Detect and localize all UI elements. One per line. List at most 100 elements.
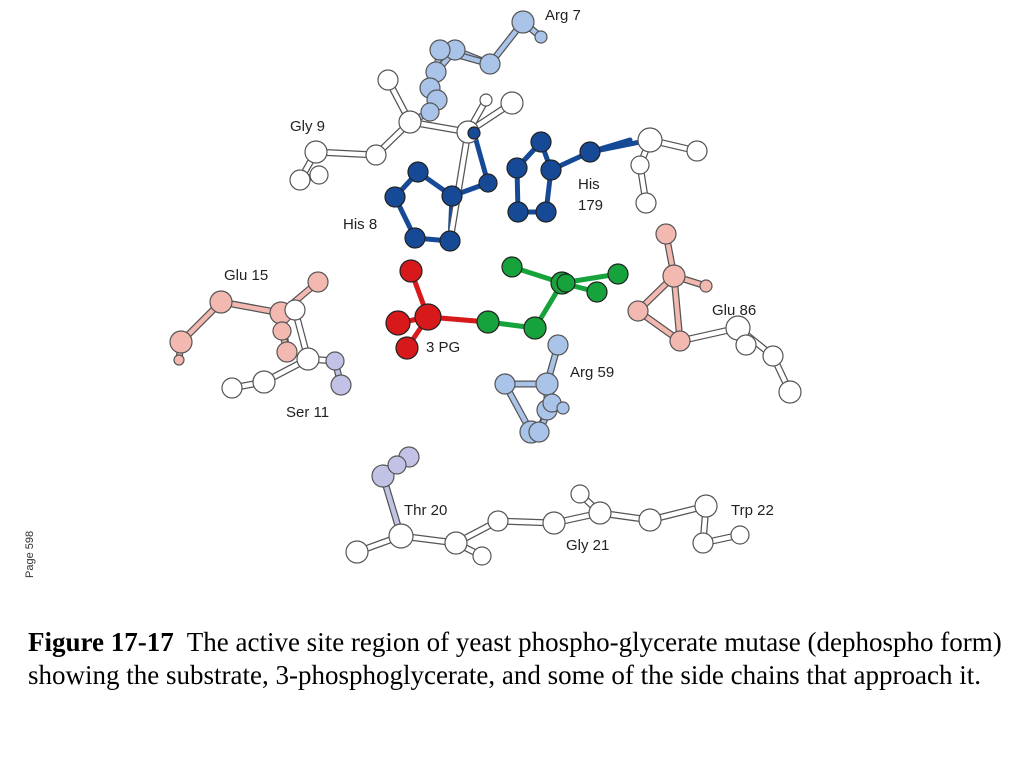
atom bbox=[284, 299, 306, 321]
active-site-diagram: Arg 7 Gly 9 His 8 His 179 Glu 15 3 PG Gl… bbox=[169, 7, 802, 566]
figure-caption: Figure 17-17 The active site region of y… bbox=[28, 626, 1013, 692]
atom bbox=[762, 345, 784, 367]
atom bbox=[169, 330, 193, 354]
atom bbox=[494, 373, 516, 395]
label-arg-7: Arg 7 bbox=[545, 7, 581, 24]
label-glu-86: Glu 86 bbox=[712, 302, 756, 319]
atom bbox=[542, 511, 566, 535]
atom bbox=[638, 508, 662, 532]
atom bbox=[487, 510, 509, 532]
atom bbox=[289, 169, 311, 191]
atom bbox=[778, 380, 802, 404]
atom bbox=[304, 140, 328, 164]
atom bbox=[540, 159, 562, 181]
atom bbox=[586, 281, 608, 303]
atom bbox=[530, 131, 552, 153]
atom bbox=[692, 532, 714, 554]
atom bbox=[420, 102, 440, 122]
atom bbox=[296, 347, 320, 371]
atom bbox=[221, 377, 243, 399]
atom bbox=[309, 165, 329, 185]
label-his-179-line1: His bbox=[578, 176, 600, 193]
atom bbox=[173, 354, 185, 366]
atom bbox=[547, 334, 569, 356]
label-ser-11: Ser 11 bbox=[286, 404, 329, 421]
atom bbox=[388, 523, 414, 549]
atom bbox=[607, 263, 629, 285]
label-glu-15: Glu 15 bbox=[224, 267, 268, 284]
atom bbox=[439, 230, 461, 252]
atom bbox=[407, 161, 429, 183]
atom bbox=[414, 303, 442, 331]
atom bbox=[387, 455, 407, 475]
atom bbox=[479, 53, 501, 75]
label-arg-59: Arg 59 bbox=[570, 364, 614, 381]
atom bbox=[365, 144, 387, 166]
atom bbox=[662, 264, 686, 288]
atom bbox=[699, 279, 713, 293]
atom bbox=[694, 494, 718, 518]
atom bbox=[637, 127, 663, 153]
atom bbox=[272, 321, 292, 341]
page-number-note: Page 598 bbox=[24, 530, 36, 578]
atom bbox=[588, 501, 612, 525]
atom bbox=[669, 330, 691, 352]
label-his-8: His 8 bbox=[343, 216, 377, 233]
label-gly-21: Gly 21 bbox=[566, 537, 609, 554]
atom bbox=[404, 227, 426, 249]
atom bbox=[655, 223, 677, 245]
caption-text: The active site region of yeast phospho-… bbox=[28, 627, 1002, 690]
atom bbox=[511, 10, 535, 34]
figure-label: Figure 17-17 bbox=[28, 627, 174, 657]
atom bbox=[307, 271, 329, 293]
atom bbox=[735, 334, 757, 356]
residue-labels: Arg 7 Gly 9 His 8 His 179 Glu 15 3 PG Gl… bbox=[224, 7, 774, 554]
atom bbox=[478, 173, 498, 193]
label-thr-20: Thr 20 bbox=[404, 502, 447, 519]
atom bbox=[398, 110, 422, 134]
atom bbox=[556, 273, 576, 293]
atom bbox=[534, 30, 548, 44]
atom bbox=[686, 140, 708, 162]
atom bbox=[371, 464, 395, 488]
atom bbox=[476, 310, 500, 334]
atom bbox=[627, 300, 649, 322]
atom bbox=[556, 401, 570, 415]
atom-layer bbox=[169, 10, 802, 566]
atom bbox=[325, 351, 345, 371]
atom bbox=[570, 484, 590, 504]
atom bbox=[395, 336, 419, 360]
atom bbox=[384, 186, 406, 208]
atom bbox=[523, 316, 547, 340]
atom bbox=[209, 290, 233, 314]
atom bbox=[345, 540, 369, 564]
atom bbox=[630, 155, 650, 175]
atom bbox=[377, 69, 399, 91]
atom bbox=[330, 374, 352, 396]
atom bbox=[730, 525, 750, 545]
atom bbox=[535, 201, 557, 223]
bond bbox=[447, 129, 471, 244]
atom bbox=[444, 531, 468, 555]
atom bbox=[507, 201, 529, 223]
atom bbox=[506, 157, 528, 179]
atom bbox=[399, 259, 423, 283]
label-trp-22: Trp 22 bbox=[731, 502, 774, 519]
label-his-179-line2: 179 bbox=[578, 197, 603, 214]
atom bbox=[467, 126, 481, 140]
atom bbox=[635, 192, 657, 214]
atom bbox=[535, 372, 559, 396]
atom bbox=[579, 141, 601, 163]
atom bbox=[276, 341, 298, 363]
label-3-pg: 3 PG bbox=[426, 339, 460, 356]
atom bbox=[528, 421, 550, 443]
atom bbox=[472, 546, 492, 566]
atom bbox=[441, 185, 463, 207]
atom bbox=[501, 256, 523, 278]
atom bbox=[385, 310, 411, 336]
atom bbox=[252, 370, 276, 394]
label-gly-9: Gly 9 bbox=[290, 118, 325, 135]
atom bbox=[500, 91, 524, 115]
atom bbox=[479, 93, 493, 107]
atom bbox=[429, 39, 451, 61]
